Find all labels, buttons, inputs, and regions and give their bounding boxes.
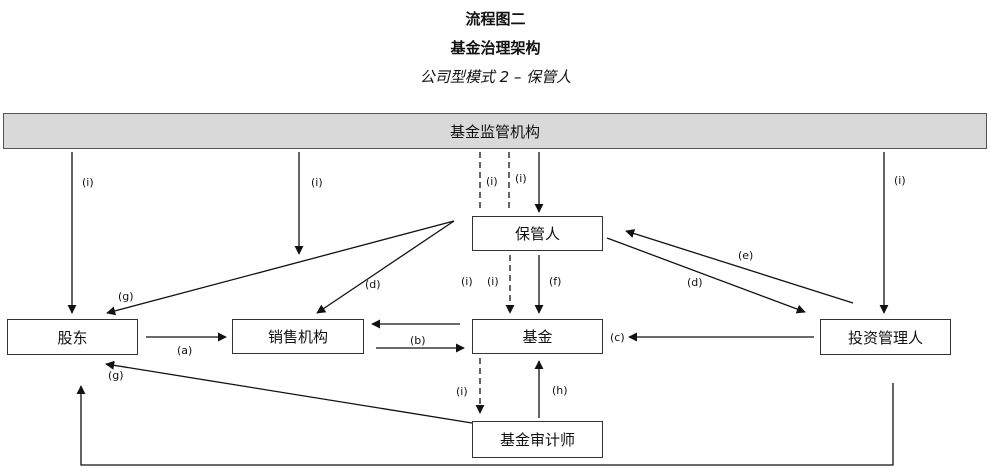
label-cust-fund-f: (f)	[549, 275, 562, 288]
label-reg-custodian-dashed: (i)	[486, 175, 498, 188]
label-reg-distributor: (i)	[311, 176, 323, 189]
arrow-manager-shareholders-loop	[76, 383, 894, 466]
node-custodian: 保管人	[472, 216, 603, 251]
label-cust-fund-i1: (i)	[461, 275, 473, 288]
label-manager-custodian-e: (e)	[738, 249, 754, 262]
label-cust-fund-i2: (i)	[487, 275, 499, 288]
node-distributor: 销售机构	[232, 319, 364, 354]
arrow-custodian-manager	[606, 237, 806, 314]
arrow-custodian-shareholders	[106, 220, 455, 316]
label-reg-custodian: (i)	[515, 172, 527, 185]
node-fund: 基金	[472, 319, 603, 354]
arrow-auditor-shareholders	[105, 360, 473, 424]
node-shareholders: 股东	[7, 319, 138, 355]
label-auditor-shareholders: (g)	[108, 369, 124, 382]
label-reg-shareholders: (i)	[82, 176, 94, 189]
arrow-manager-custodian	[625, 229, 854, 304]
label-custodian-manager-d: (d)	[687, 276, 703, 289]
label-fund-auditor: (i)	[456, 385, 468, 398]
label-cust-shareholders: (g)	[118, 290, 134, 303]
label-cust-distributor: (d)	[365, 278, 381, 291]
label-auditor-fund: (h)	[552, 384, 568, 397]
label-shareholders-distributor: (a)	[177, 344, 193, 357]
diagram-subtitle: 公司型模式 2 – 保管人	[419, 68, 572, 86]
node-fund-regulator: 基金监管机构	[3, 113, 987, 149]
label-distributor-fund: (b)	[410, 334, 426, 347]
arrow-custodian-distributor	[316, 220, 455, 314]
node-investment-manager: 投资管理人	[820, 319, 951, 355]
diagram-title: 基金治理架构	[450, 39, 541, 57]
diagram-number: 流程图二	[465, 10, 526, 28]
node-fund-auditor: 基金审计师	[472, 421, 603, 458]
label-manager-fund: (c)	[610, 331, 625, 344]
label-reg-manager: (i)	[894, 174, 906, 187]
